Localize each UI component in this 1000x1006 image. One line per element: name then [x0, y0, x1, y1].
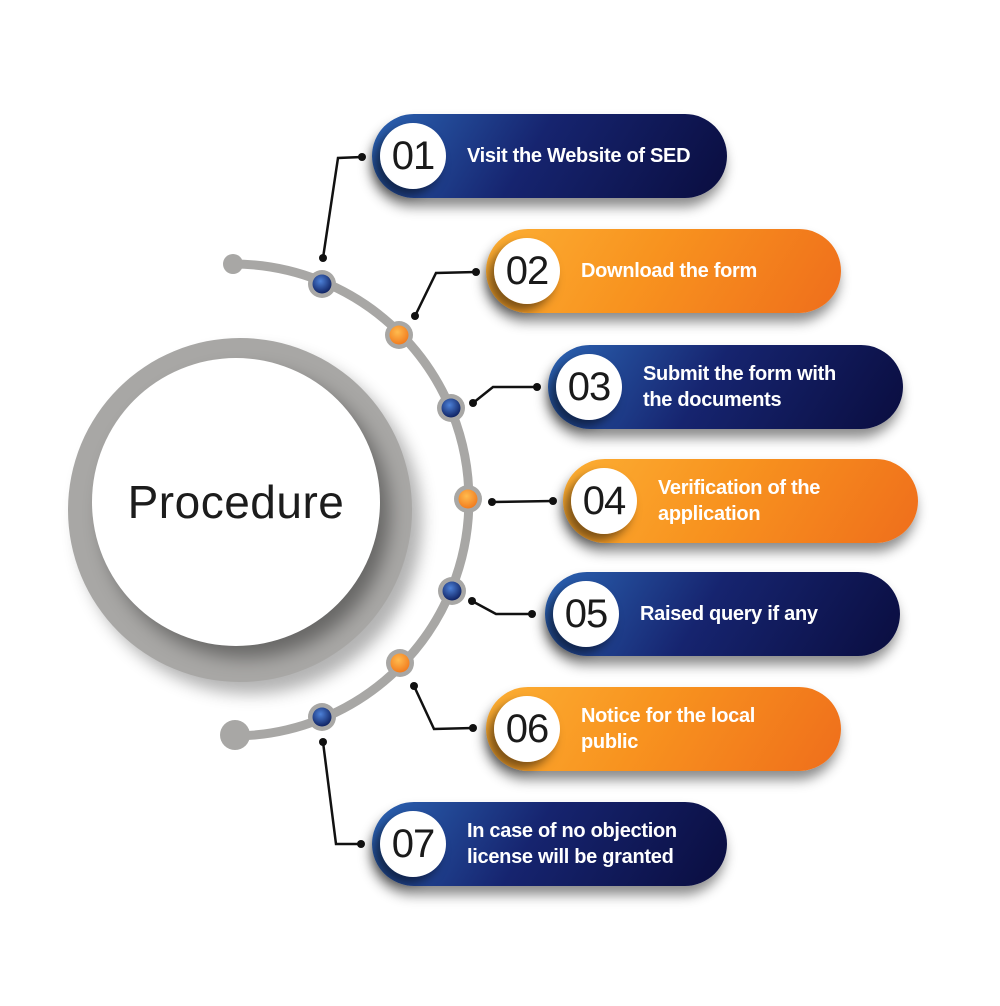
node-dot-7: [312, 707, 332, 727]
step-number-badge: 02: [494, 238, 560, 304]
connector-7: [321, 741, 361, 846]
step-number-badge: 06: [494, 696, 560, 762]
step-number: 06: [505, 706, 549, 751]
step-label: Raised query if any: [640, 603, 818, 625]
step-label: Visit the Website of SED: [467, 145, 691, 167]
step-number: 02: [505, 248, 549, 293]
hub-ring: Procedure: [68, 338, 412, 682]
step-label: Submit the form with the documents: [643, 363, 836, 411]
page-title: Procedure: [127, 476, 345, 528]
connector-6: [412, 685, 474, 731]
step-number: 03: [567, 364, 611, 409]
node-dot-6: [390, 653, 410, 673]
node-dot-3: [441, 398, 461, 418]
step-pill-02: 02 Download the form: [486, 229, 841, 313]
step-number-badge: 01: [380, 123, 446, 189]
step-label: Notice for the local public: [581, 705, 756, 753]
step-number: 05: [564, 591, 608, 636]
step-label: In case of no objection license will be …: [467, 820, 677, 868]
hub-circle: Procedure: [92, 358, 380, 646]
connector-lines: [321, 155, 554, 846]
step-pill-03: 03 Submit the form with the documents: [548, 345, 903, 429]
connector-1: [321, 155, 363, 259]
step-number-badge: 05: [553, 581, 619, 647]
step-pill-07: 07 In case of no objection license will …: [372, 802, 727, 886]
step-pill-05: 05 Raised query if any: [545, 572, 900, 656]
connector-5: [471, 599, 532, 616]
step-number: 01: [391, 133, 435, 178]
step-pill-06: 06 Notice for the local public: [486, 687, 841, 771]
arc-end-dot-top: [223, 254, 243, 274]
node-dot-2: [389, 325, 409, 345]
node-dot-1: [312, 274, 332, 294]
node-dot-5: [442, 581, 462, 601]
arc-node-dots: [308, 270, 482, 731]
step-label: Verification of the application: [658, 477, 821, 525]
step-pill-04: 04 Verification of the application: [563, 459, 918, 543]
step-number: 07: [391, 821, 435, 866]
step-number: 04: [582, 478, 626, 523]
step-pill-01: 01 Visit the Website of SED: [372, 114, 727, 198]
connector-3: [472, 385, 537, 404]
step-label: Download the form: [581, 260, 758, 282]
connector-4: [491, 499, 554, 504]
step-number-badge: 04: [571, 468, 637, 534]
connector-2: [413, 270, 477, 317]
step-number-badge: 07: [380, 811, 446, 877]
connector-end-dots: [319, 153, 557, 848]
node-dot-4: [458, 489, 478, 509]
step-number-badge: 03: [556, 354, 622, 420]
arc-end-dot-bottom: [220, 720, 250, 750]
